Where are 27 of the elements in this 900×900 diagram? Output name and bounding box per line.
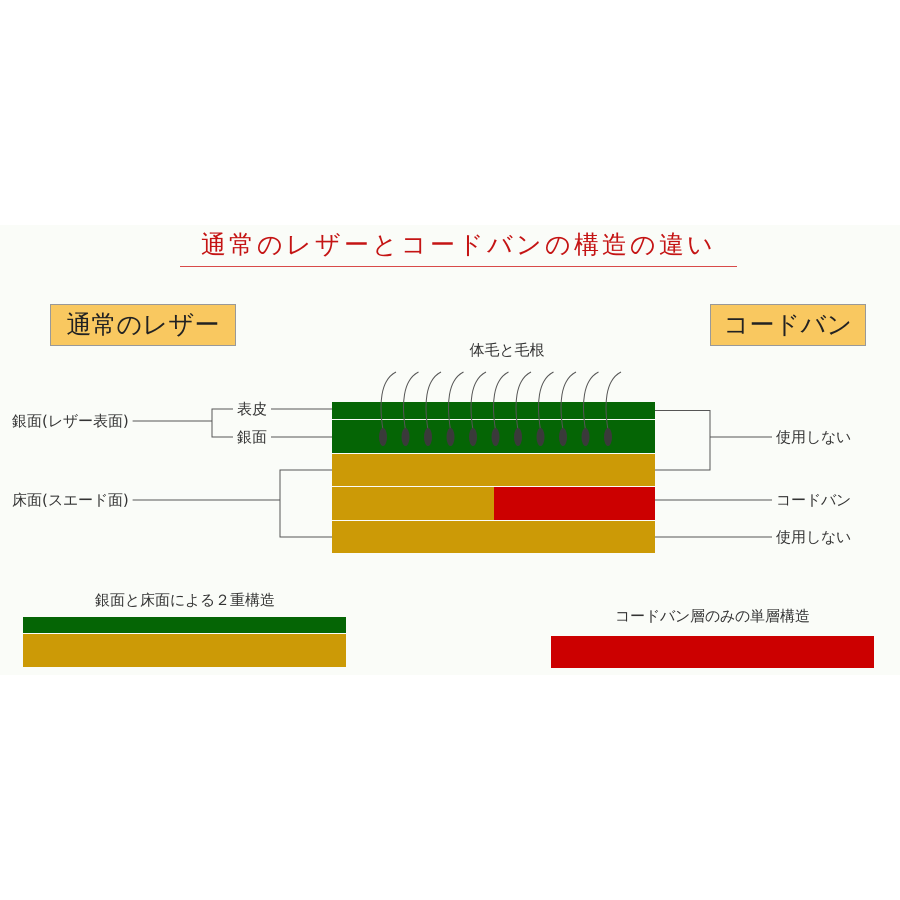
hair-label: 体毛と毛根 [470,341,544,359]
layer-label: 使用しない [776,528,851,546]
cordovan-layer [494,487,655,520]
leader-line [270,436,332,438]
layer-label: 使用しない [776,428,851,446]
leather-bar [23,634,346,667]
node-label: コードバン層のみの単層構造 [615,607,810,625]
layer-label: 銀面 [237,428,267,446]
grain-bar [23,617,346,633]
layer-label: 床面(スエード面) [12,491,129,509]
layer-label: コードバン [776,491,851,509]
leader-line [270,408,332,410]
title: 通常のレザーとコードバンの構造の違い [180,228,737,267]
epidermis-layer [332,402,655,419]
leader-line [132,420,234,438]
leather-layer [332,487,494,520]
heading-box: コードバン [710,304,866,346]
layer-label: 銀面(レザー表面) [12,412,129,430]
cordovan-bar [551,636,874,668]
leader-line [654,436,772,470]
caption: 銀面と床面による２重構造 [95,591,275,609]
leather-layer [332,454,655,486]
leader-line [132,500,332,538]
leader-line [654,536,772,538]
layer-label: 表皮 [237,400,267,418]
leather-layer [332,521,655,553]
heading-box: 通常のレザー [50,304,236,346]
